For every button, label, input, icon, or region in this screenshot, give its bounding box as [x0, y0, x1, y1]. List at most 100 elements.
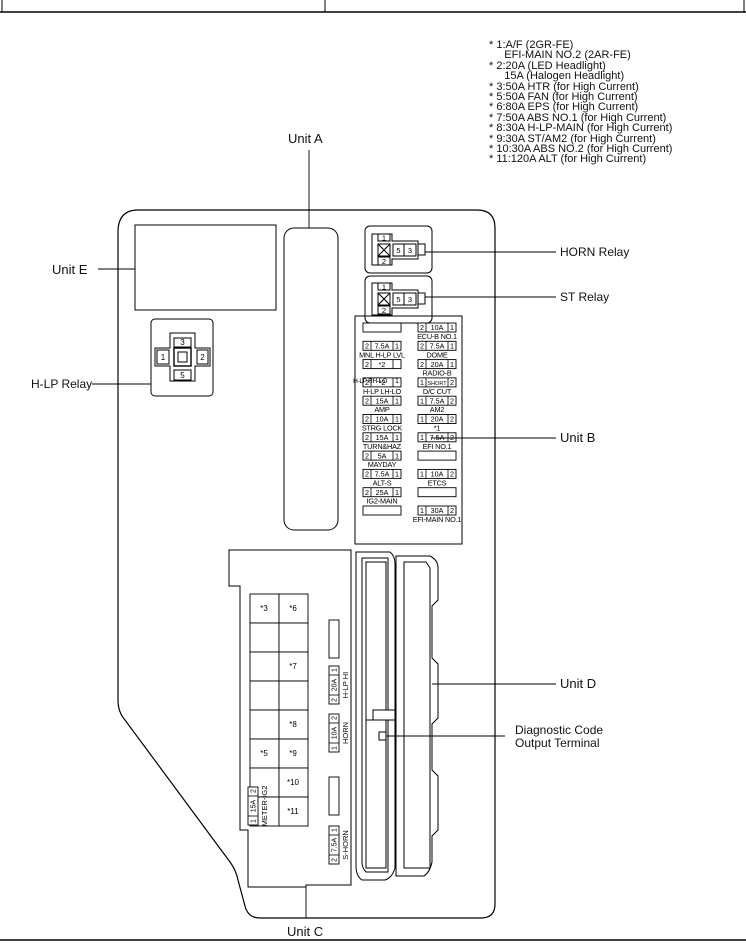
- fuse-text: 1: [420, 415, 424, 424]
- fuse-slot-label: *8: [289, 720, 297, 729]
- unit-e-label: Unit E: [52, 262, 88, 277]
- leader-lines: [92, 150, 556, 918]
- fuse-slot-label: *6: [289, 604, 297, 613]
- high-current-fuse-slot: [249, 622, 280, 653]
- fuse-label: IG2-MAIN: [367, 497, 398, 506]
- fuse-text: *2: [379, 378, 386, 387]
- fuse: [417, 487, 457, 498]
- fuse-text: 2: [450, 396, 454, 405]
- fuse-text: 1: [251, 819, 258, 823]
- fuse-text: 30A: [431, 506, 444, 515]
- fuse-text: 2: [365, 342, 369, 351]
- fuse-slot-label: *9: [289, 749, 297, 758]
- fuse-text: 2: [365, 433, 369, 442]
- fuse-text: 2: [450, 378, 454, 387]
- fuse-text: 2: [420, 342, 424, 351]
- fuse-slot-label: *3: [260, 604, 268, 613]
- fuse-text: 2: [365, 488, 369, 497]
- fuse-text: 2: [365, 415, 369, 424]
- high-current-fuse-slot: [249, 709, 280, 740]
- fuse: 2 20A 1H-LP HI: [328, 665, 350, 705]
- fuse-text: 7.5A: [430, 433, 445, 442]
- empty-fuse-slot: [328, 776, 340, 816]
- fuse-label: H-LP LH-LO: [363, 387, 402, 396]
- fuse-text: 2: [365, 360, 369, 369]
- fuse-text: 1: [450, 323, 454, 332]
- unit-e-block: [134, 224, 277, 311]
- fuse: 1 7.5A 2: [417, 432, 457, 443]
- fuse-text: 2: [332, 716, 339, 720]
- footnote-line: * 11:120A ALT (for High Current): [489, 153, 647, 166]
- unit-b-frame: [354, 315, 463, 545]
- fuse-text: 15A: [251, 799, 258, 812]
- fuse-text: 25A: [376, 488, 389, 497]
- footnote-line: * 9:30A ST/AM2 (for High Current): [489, 132, 656, 145]
- hlp-relay-pin: 2: [200, 353, 205, 362]
- st-relay-label: ST Relay: [560, 290, 610, 304]
- fuse-text: 5A: [378, 451, 387, 460]
- high-current-fuse-slot: *3: [249, 593, 280, 624]
- fuse-label: H-LP HI: [341, 672, 350, 699]
- fuse-text: 2: [332, 698, 339, 702]
- horn-relay-pin: 2: [382, 257, 386, 266]
- fuse-label: TURN&HAZ: [363, 442, 402, 451]
- fuse-text: 1: [332, 668, 339, 672]
- fuse-label: RADIO-B: [422, 369, 451, 378]
- fuse-label: METER-IG2: [260, 786, 269, 827]
- fuse-text: 20A: [332, 678, 339, 691]
- unit-b-hlp-rh-lo-pin: 1: [395, 378, 399, 385]
- fuse-text: 7.5A: [430, 396, 445, 405]
- fuse-text: 2: [332, 858, 339, 862]
- fuse: 2*2: [362, 359, 402, 370]
- high-current-fuse-slot: [249, 651, 280, 682]
- hlp-relay-pin: 1: [161, 353, 166, 362]
- high-current-fuse-slot: *6: [278, 593, 309, 624]
- fuse-label: *1: [434, 424, 441, 433]
- fuse: 2 *2: [362, 377, 402, 388]
- fuse-box-outline: [117, 209, 496, 919]
- fuse-text: 2: [450, 433, 454, 442]
- fuse-text: 2: [420, 360, 424, 369]
- high-current-fuse-slot: [249, 680, 280, 711]
- high-current-fuse-slot: *7: [278, 651, 309, 682]
- horn-relay-pin: 5: [396, 246, 400, 255]
- high-current-fuse-slot: [278, 622, 309, 653]
- fuse-text: 2: [450, 506, 454, 515]
- footnote-line: EFI-MAIN NO.2 (2AR-FE): [489, 49, 631, 62]
- unit-a-label: Unit A: [288, 131, 323, 146]
- footnote-line: * 3:50A HTR (for High Current): [489, 80, 639, 93]
- fuse: [362, 505, 402, 516]
- unit-c-outline: [228, 549, 352, 888]
- hlp-relay: 3 1 2 5: [150, 318, 214, 397]
- high-current-fuse-slot: *8: [278, 709, 309, 740]
- st-relay-pin: 5: [396, 295, 400, 304]
- hlp-relay-pin: 3: [180, 338, 185, 347]
- fuse-text: 7.5A: [430, 342, 445, 351]
- footnote-line: * 6:80A EPS (for High Current): [489, 101, 639, 114]
- high-current-fuse-slot: *5: [249, 738, 280, 769]
- footnote-line: 15A (Halogen Headlight): [489, 70, 625, 83]
- diag-terminal-label-line2: Output Terminal: [515, 736, 600, 750]
- fuse-text: 1: [450, 360, 454, 369]
- fuse-text: 7.5A: [375, 470, 390, 479]
- fuse-label: ECU-B NO.1: [417, 332, 457, 341]
- high-current-fuse-slot: *11: [278, 796, 309, 827]
- fuse-label: HORN: [341, 722, 350, 744]
- fuse-text: 7.5A: [375, 342, 390, 351]
- fuse-text: 10A: [376, 415, 389, 424]
- fuse-label: MAYDAY: [368, 460, 397, 469]
- fuse-text: 1: [420, 433, 424, 442]
- fuse-slot-label: *10: [287, 778, 300, 787]
- fuse-text: 15A: [376, 433, 389, 442]
- fuse-text: 1: [420, 378, 424, 387]
- fuse-text: 2: [365, 378, 369, 387]
